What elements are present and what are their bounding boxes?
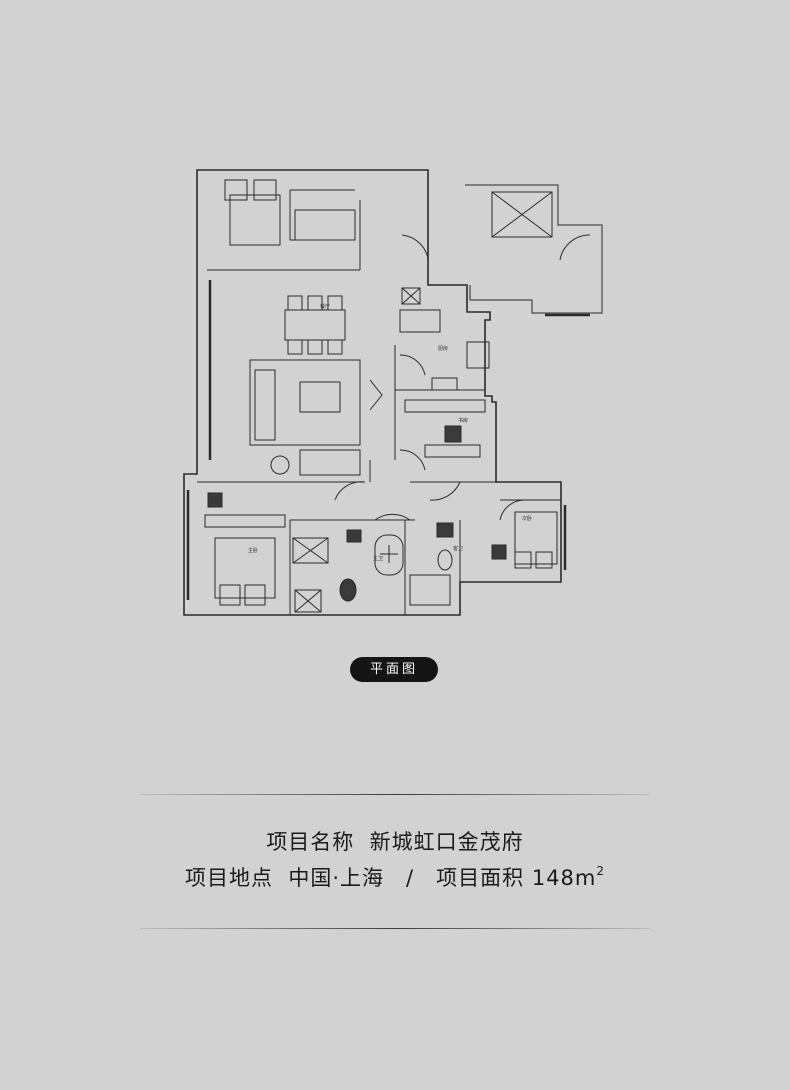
project-name-value: 新城虹口金茂府 bbox=[369, 830, 524, 854]
project-location-value: 中国·上海 bbox=[288, 866, 385, 890]
project-name-row: 项目名称 新城虹口金茂府 bbox=[0, 826, 790, 856]
divider-top bbox=[140, 794, 650, 795]
project-area-superscript: 2 bbox=[596, 864, 605, 878]
room-label: 主卫 bbox=[373, 555, 383, 562]
room-label: 客卫 bbox=[453, 545, 463, 552]
room-label: 书房 bbox=[458, 417, 468, 424]
project-area-value: 148m2 bbox=[531, 864, 605, 890]
project-area-label: 项目面积 bbox=[436, 866, 525, 890]
project-area-number: 148m bbox=[531, 866, 597, 890]
project-name-label: 项目名称 bbox=[266, 830, 355, 854]
room-label: 主卧 bbox=[248, 547, 258, 554]
project-location-label: 项目地点 bbox=[185, 866, 273, 890]
room-label: 次卧 bbox=[522, 515, 532, 522]
project-details-row: 项目地点 中国·上海 / 项目面积 148m2 bbox=[0, 862, 790, 892]
divider-bottom bbox=[140, 928, 650, 929]
separator: / bbox=[406, 866, 415, 890]
room-label: 厨房 bbox=[438, 345, 448, 352]
room-label: 餐厅 bbox=[320, 303, 330, 310]
floor-plan-badge: 平面图 bbox=[350, 657, 438, 682]
